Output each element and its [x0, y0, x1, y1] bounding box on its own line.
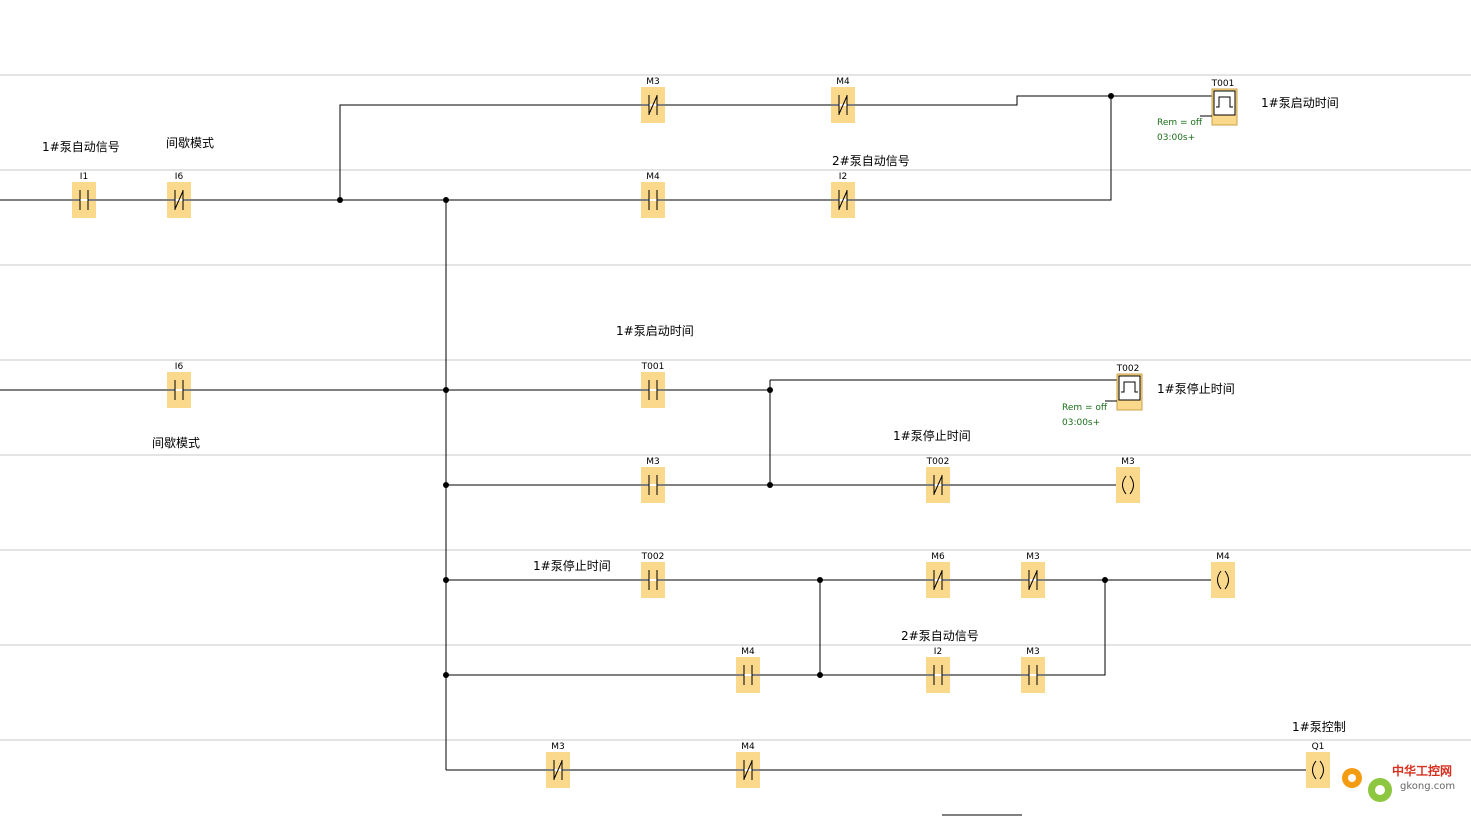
- contact-address: M3: [551, 742, 565, 752]
- label-intermittent-mode-mid: 间歇模式: [152, 436, 200, 450]
- contact-address: T001: [641, 362, 665, 372]
- label-pump1-stop-time-mid: 1#泵停止时间: [893, 428, 971, 443]
- contact-m3e[interactable]: M3: [546, 742, 570, 788]
- timer-t002-time: 03:00s+: [1062, 418, 1100, 428]
- contact-i6b[interactable]: I6: [167, 362, 191, 408]
- timer-t001-name: T001: [1211, 79, 1235, 89]
- timer-t001-rem: Rem = off: [1157, 118, 1203, 128]
- label-intermittent-mode-top: 间歇模式: [166, 136, 214, 150]
- contact-m3c[interactable]: M3: [1021, 552, 1045, 598]
- contact-t002a[interactable]: T002: [926, 457, 950, 503]
- coil-q1[interactable]: Q1: [1306, 742, 1330, 788]
- junctions: [337, 93, 1114, 678]
- label-pump1-start-time-mid: 1#泵启动时间: [616, 324, 694, 338]
- contact-i2a[interactable]: I2: [831, 172, 855, 218]
- coil-address: M3: [1121, 457, 1135, 467]
- label-pump1-start-time-top: 1#泵启动时间: [1261, 96, 1339, 110]
- contact-t002b[interactable]: T002: [641, 552, 665, 598]
- coil-m3[interactable]: M3: [1116, 457, 1140, 503]
- contact-address: I1: [80, 172, 88, 182]
- contact-i2b[interactable]: I2: [926, 647, 950, 693]
- contact-address: I2: [934, 647, 942, 657]
- watermark-url: gkong.com: [1400, 781, 1455, 792]
- on-delay-timer-icon: [1216, 96, 1233, 108]
- contact-i1[interactable]: I1: [72, 172, 96, 218]
- contact-address: M3: [1026, 552, 1040, 562]
- on-delay-timer-icon: [1121, 381, 1138, 393]
- contact-m6[interactable]: M6: [926, 552, 950, 598]
- contact-address: I2: [839, 172, 847, 182]
- coil-address: Q1: [1312, 742, 1325, 752]
- contact-m3a[interactable]: M3: [641, 77, 665, 123]
- contact-i6a[interactable]: I6: [167, 172, 191, 218]
- contact-m4a[interactable]: M4: [831, 77, 855, 123]
- contact-address: M4: [646, 172, 660, 182]
- contact-address: M3: [646, 457, 660, 467]
- coil-m4[interactable]: M4: [1211, 552, 1235, 598]
- contact-m4c[interactable]: M4: [736, 647, 760, 693]
- contact-address: M4: [836, 77, 850, 87]
- contact-address: T002: [641, 552, 665, 562]
- contact-address: T002: [926, 457, 950, 467]
- coil-address: M4: [1216, 552, 1230, 562]
- contact-m3b[interactable]: M3: [641, 457, 665, 503]
- contact-address: M4: [741, 647, 755, 657]
- contact-address: M6: [931, 552, 945, 562]
- contact-m4b[interactable]: M4: [641, 172, 665, 218]
- contact-address: I6: [175, 362, 184, 372]
- contact-m3d[interactable]: M3: [1021, 647, 1045, 693]
- contact-t001c[interactable]: T001: [641, 362, 665, 408]
- label-pump1-control: 1#泵控制: [1292, 720, 1346, 734]
- label-pump1-auto-signal: 1#泵自动信号: [42, 140, 120, 154]
- timer-t001-time: 03:00s+: [1157, 133, 1195, 143]
- contact-m4d[interactable]: M4: [736, 742, 760, 788]
- label-pump1-stop-time-low: 1#泵停止时间: [533, 558, 611, 573]
- comment-labels: 1#泵自动信号 间歇模式 2#泵自动信号 1#泵启动时间 1#泵启动时间 1#泵…: [42, 96, 1346, 734]
- contact-address: M3: [646, 77, 660, 87]
- label-pump2-auto-signal-low: 2#泵自动信号: [901, 629, 979, 643]
- timer-t002-rem: Rem = off: [1062, 403, 1108, 413]
- contact-address: I6: [175, 172, 184, 182]
- grid: [0, 74, 1471, 816]
- timer-t002[interactable]: T002 Rem = off 03:00s+: [1062, 364, 1143, 428]
- contact-address: M3: [1026, 647, 1040, 657]
- watermark-title: 中华工控网: [1392, 763, 1452, 778]
- label-pump2-auto-signal-top: 2#泵自动信号: [832, 154, 910, 168]
- label-pump1-stop-time-right: 1#泵停止时间: [1157, 381, 1235, 396]
- timer-t001[interactable]: T001 Rem = off 03:00s+: [1157, 79, 1238, 143]
- gkong-watermark: 中华工控网 gkong.com: [1342, 763, 1455, 802]
- contact-address: M4: [741, 742, 755, 752]
- timer-t002-name: T002: [1116, 364, 1140, 374]
